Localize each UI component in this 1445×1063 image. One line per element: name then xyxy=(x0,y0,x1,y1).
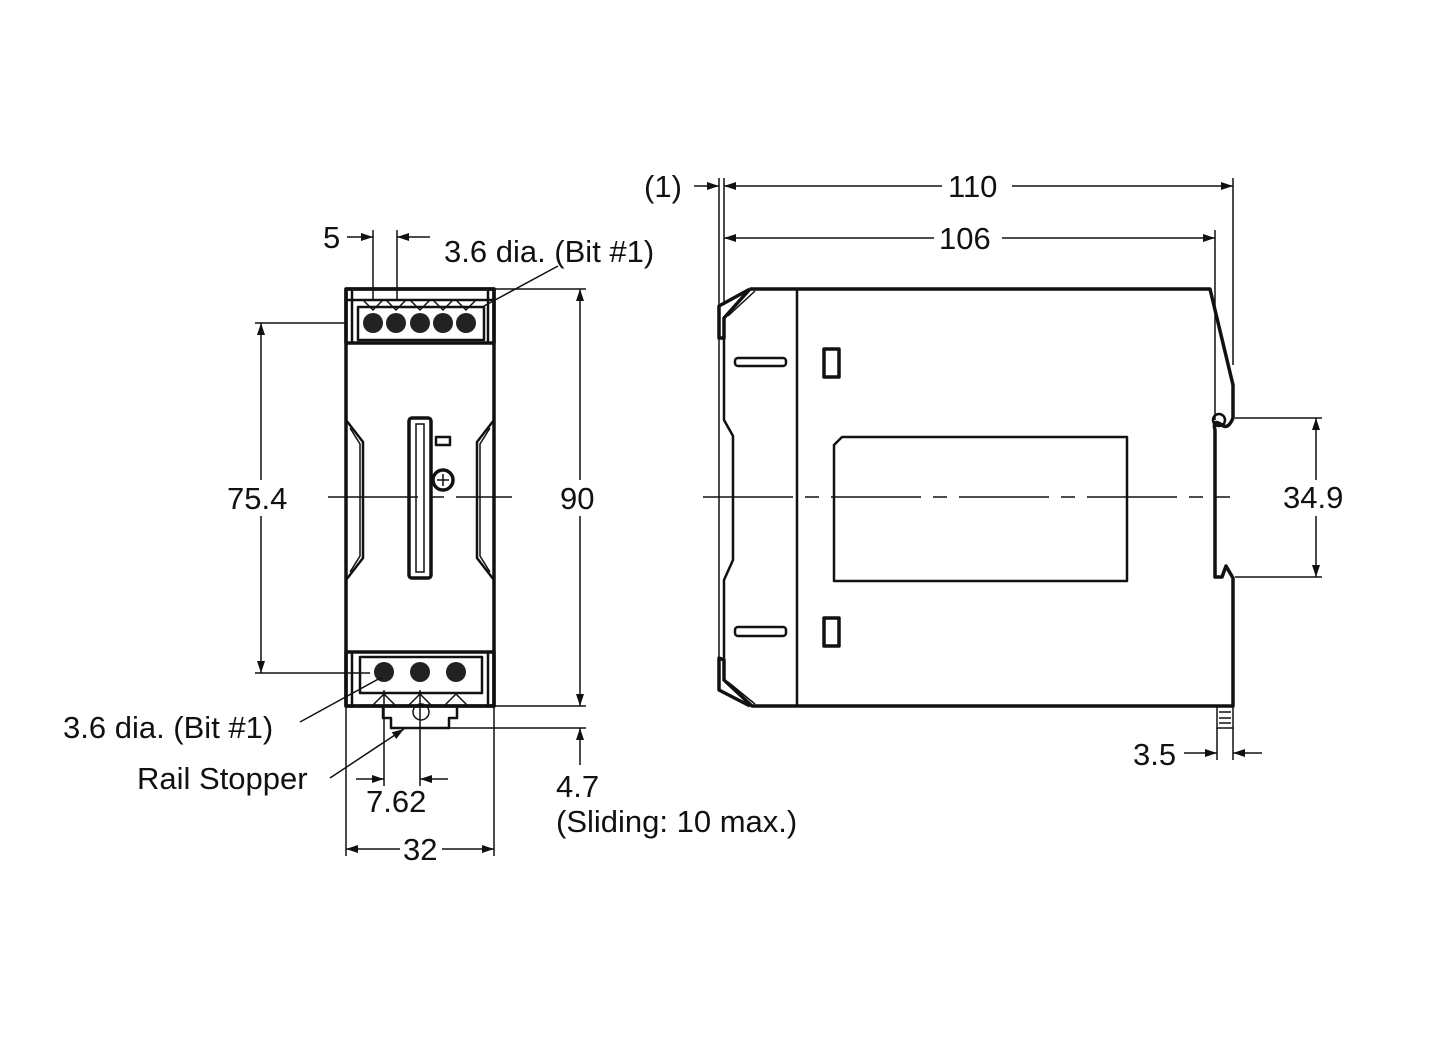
side-view xyxy=(703,287,1235,729)
led-indicator xyxy=(434,435,452,447)
dim-stopper: 4.7 xyxy=(556,769,599,804)
dim-pitch-top: 5 xyxy=(323,220,340,255)
dim-mount-height: 75.4 xyxy=(227,481,287,516)
bit-label-bottom: 3.6 dia. (Bit #1) xyxy=(63,710,273,745)
bottom-terminal-block xyxy=(344,650,496,708)
label-window xyxy=(832,435,1129,583)
lower-latch xyxy=(822,616,841,648)
front-slot xyxy=(407,416,433,580)
dim-depth-total: 110 xyxy=(948,169,997,204)
dim-rail: 34.9 xyxy=(1283,480,1343,515)
rail-stopper-label: Rail Stopper xyxy=(137,761,308,796)
dim-offset: (1) xyxy=(644,169,682,204)
front-view xyxy=(328,287,512,730)
top-terminal-block xyxy=(344,287,496,345)
dim-height: 90 xyxy=(560,481,594,516)
dim-width: 32 xyxy=(403,832,437,867)
dim-rail-depth: 3.5 xyxy=(1133,737,1176,772)
right-recess xyxy=(475,419,495,581)
dim-pitch-bottom: 7.62 xyxy=(366,784,426,819)
dim-stopper-note: (Sliding: 10 max.) xyxy=(556,804,797,839)
adjust-knob xyxy=(431,468,455,492)
front-dimensions: 5 3.6 dia. (Bit #1) 75.4 90 3.6 dia. (Bi… xyxy=(63,220,797,867)
side-dimensions: (1) 110 106 34.9 3.5 xyxy=(644,169,1354,772)
upper-slot xyxy=(733,356,788,368)
terminal-screws-bottom xyxy=(374,662,466,682)
terminal-screws-top xyxy=(363,313,476,333)
dim-depth-body: 106 xyxy=(939,221,991,256)
bit-label-top: 3.6 dia. (Bit #1) xyxy=(444,234,654,269)
din-clip xyxy=(1216,705,1234,729)
lower-slot xyxy=(733,625,788,638)
left-recess xyxy=(345,419,365,581)
upper-latch xyxy=(822,347,841,379)
